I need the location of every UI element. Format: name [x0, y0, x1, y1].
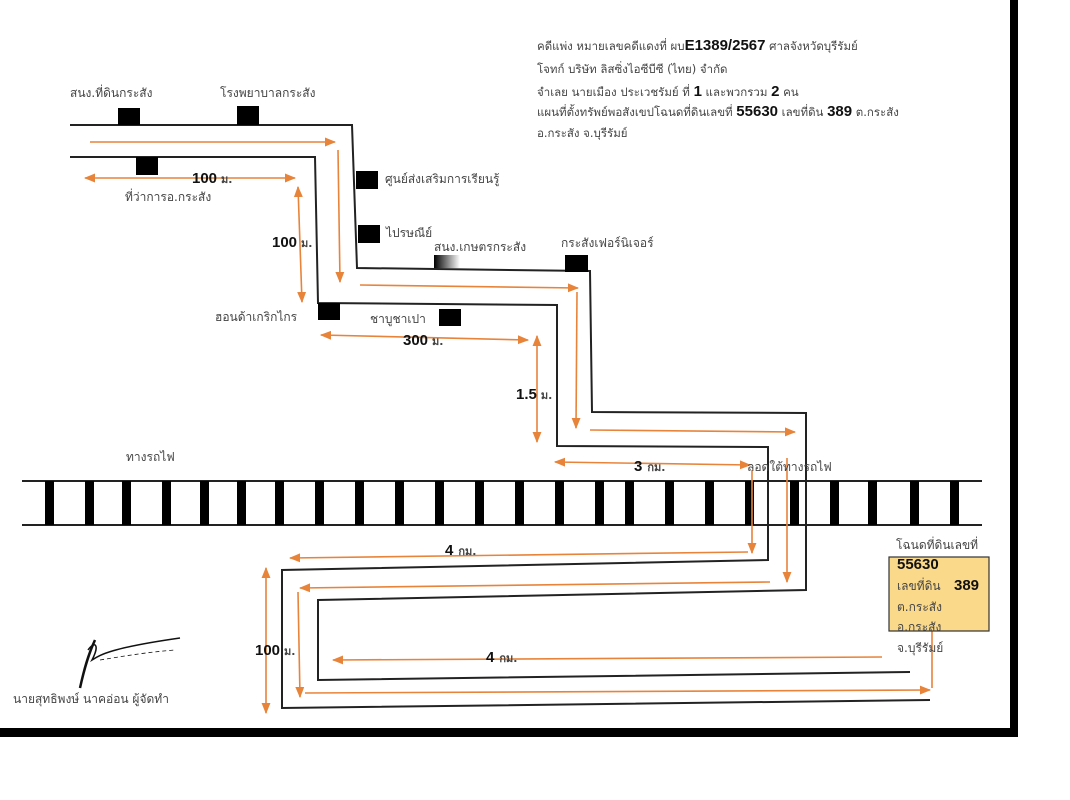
target-deed: 55630 — [897, 556, 939, 573]
building-land-office — [118, 108, 140, 125]
label-district-office: ที่ว่าการอ.กระสัง — [125, 188, 211, 204]
railway-tie — [555, 481, 564, 525]
label-furniture: กระสังเฟอร์นิเจอร์ — [561, 236, 654, 250]
frame-right — [1010, 0, 1018, 737]
header-line-5: อ.กระสัง จ.บุรีรัมย์ — [537, 126, 628, 140]
railway-tie — [200, 481, 209, 525]
building-honda — [318, 303, 340, 320]
railway-tie — [830, 481, 839, 525]
railway-tie — [625, 481, 634, 525]
target-tambon: ต.กระสัง — [897, 600, 942, 614]
target-land: 389 — [954, 577, 979, 594]
header-line-2: โจทก์ บริษัท ลิสซิ่งไอซีบีซี (ไทย) จำกัด — [537, 61, 728, 76]
building-district-office — [136, 157, 158, 175]
target-parcel — [888, 556, 990, 632]
railway-tie — [315, 481, 324, 525]
railway-tie — [665, 481, 674, 525]
case-header: คดีแพ่ง หมายเลขคดีแดงที่ ผบE1389/2567 ศา… — [537, 37, 899, 140]
building-shabu — [439, 309, 461, 326]
header-line-3: จำเลย นายเมือง ประเวชรัมย์ ที่ 1 และพวกร… — [537, 83, 799, 100]
frame-bottom — [0, 728, 1018, 737]
railway — [22, 480, 982, 526]
label-hospital: โรงพยาบาลกระสัง — [220, 86, 315, 100]
building-learning-center — [356, 171, 378, 189]
label-learning-center: ศูนย์ส่งเสริมการเรียนรู้ — [385, 172, 500, 187]
header-line-1: คดีแพ่ง หมายเลขคดีแดงที่ ผบE1389/2567 ศา… — [537, 37, 858, 54]
railway-tie — [237, 481, 246, 525]
header-line-4: แผนที่ตั้งทรัพย์พอสังเขปโฉนดที่ดินเลขที่… — [537, 103, 899, 120]
railway-tie — [122, 481, 131, 525]
railway-tie — [395, 481, 404, 525]
road-edge-inner — [70, 156, 931, 710]
roads — [70, 124, 931, 710]
building-hospital — [237, 106, 259, 125]
signature-name: นายสุทธิพงษ์ นาคอ่อน ผู้จัดทำ — [13, 692, 169, 707]
road-edge-outer — [70, 124, 911, 682]
railway-tie — [435, 481, 444, 525]
railway-tie — [595, 481, 604, 525]
railway-tie — [275, 481, 284, 525]
target-title: โฉนดที่ดินเลขที่ — [896, 536, 978, 552]
signature-mark — [78, 637, 181, 689]
railway-tie — [790, 481, 799, 525]
building-post-office — [358, 225, 380, 243]
buildings — [118, 106, 588, 326]
railway-tie — [355, 481, 364, 525]
target-land-label: เลขที่ดิน — [897, 577, 941, 593]
label-railway: ทางรถไฟ — [126, 450, 175, 464]
label-underpass: ลอดใต้ทางรถไฟ — [747, 460, 832, 474]
railway-tie — [45, 481, 54, 525]
railway-tie — [950, 481, 959, 525]
railway-tie — [705, 481, 714, 525]
label-land-office: สนง.ที่ดินกระสัง — [70, 84, 152, 100]
railway-tie — [515, 481, 524, 525]
railway-tie — [868, 481, 877, 525]
label-honda: ฮอนด้าเกริกไกร — [215, 310, 298, 324]
label-post-office: ไปรษณีย์ — [385, 226, 432, 240]
label-shabu: ชาบูชาเปา — [370, 312, 426, 327]
railway-tie — [85, 481, 94, 525]
railway-tie — [162, 481, 171, 525]
railway-tie — [475, 481, 484, 525]
label-agri-office: สนง.เกษตรกระสัง — [434, 240, 526, 254]
building-agri-office — [434, 255, 460, 268]
railway-tie — [745, 481, 754, 525]
railway-tie — [910, 481, 919, 525]
target-province: จ.บุรีรัมย์ — [897, 641, 943, 656]
building-furniture — [565, 255, 588, 272]
route-arrows — [83, 137, 937, 715]
target-amphoe: อ.กระสัง — [897, 620, 941, 634]
